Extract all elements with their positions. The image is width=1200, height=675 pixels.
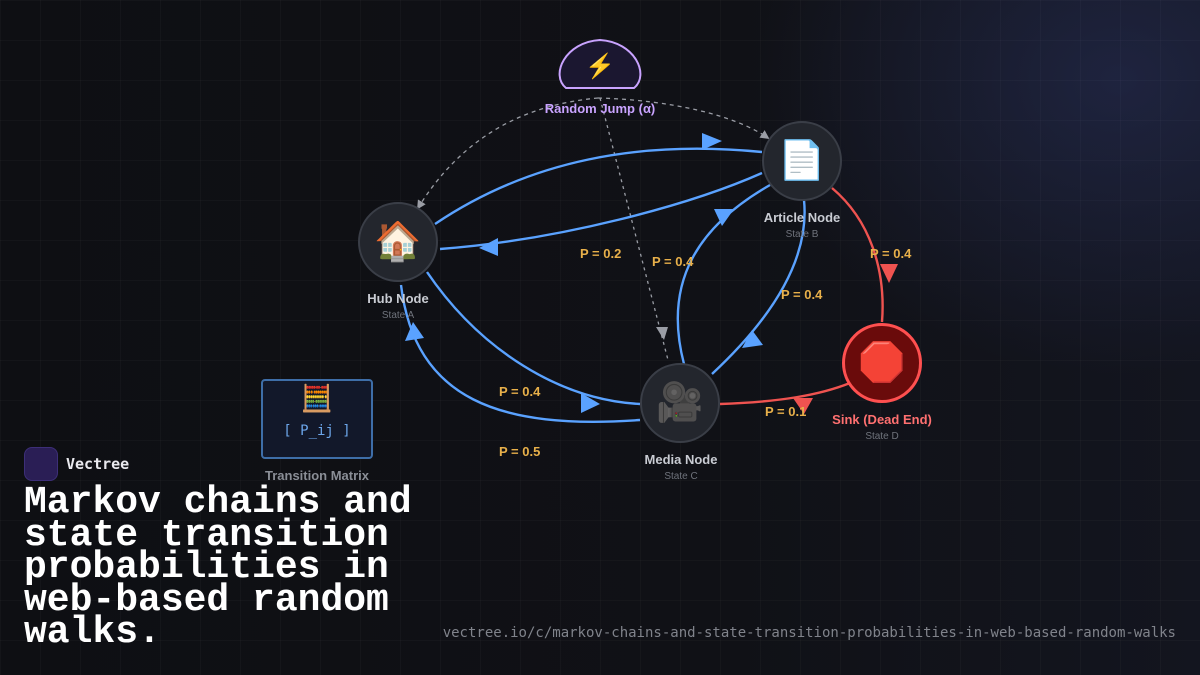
arrow-article-media-right xyxy=(742,330,763,348)
prob-article-media-right: P = 0.4 xyxy=(781,287,823,302)
sink-node-label: Sink (Dead End) xyxy=(832,412,932,427)
video-camera-icon: 🎥 xyxy=(656,382,704,424)
prob-hub-media: P = 0.4 xyxy=(499,384,541,399)
edge-article-media-right xyxy=(711,199,806,375)
jump-arrow-media xyxy=(656,327,668,340)
prob-article-sink: P = 0.4 xyxy=(870,246,912,261)
prob-media-sink: P = 0.1 xyxy=(765,404,807,419)
edge-article-media-left xyxy=(676,183,771,365)
sink-node-state: State D xyxy=(865,431,899,442)
arrow-media-hub xyxy=(405,322,424,341)
edge-media-sink xyxy=(719,381,851,406)
document-icon: 📄 xyxy=(778,140,826,182)
sink-node: 🛑 xyxy=(842,323,922,403)
prob-article-hub: P = 0.2 xyxy=(580,246,622,261)
article-node-state: State B xyxy=(785,229,819,240)
media-node-state: State C xyxy=(664,471,698,482)
arrow-article-hub xyxy=(479,238,498,256)
transition-matrix-caption: Transition Matrix xyxy=(264,468,370,483)
hub-node: 🏠 xyxy=(358,202,438,282)
media-node-label: Media Node xyxy=(644,452,718,467)
hub-node-state: State A xyxy=(381,310,415,321)
lightning-icon: ⚡ xyxy=(585,53,615,80)
edge-media-hub xyxy=(399,284,641,423)
media-node: 🎥 xyxy=(640,363,720,443)
hub-node-label: Hub Node xyxy=(367,291,429,306)
arrow-hub-article xyxy=(702,133,722,150)
matrix-notation: [ P_ij ] xyxy=(283,423,351,439)
arrow-article-sink xyxy=(880,264,898,283)
arrow-media-sink xyxy=(793,398,813,414)
prob-media-hub: P = 0.5 xyxy=(499,444,541,459)
arrow-article-media-left xyxy=(714,209,734,226)
prob-article-media-left: P = 0.4 xyxy=(652,254,694,269)
page-title: Markov chains and state transition proba… xyxy=(24,481,412,654)
abacus-icon: 🧮 xyxy=(300,383,334,413)
random-jump-label: Random Jump (α) xyxy=(544,101,656,116)
vectree-logo-icon xyxy=(24,447,58,481)
edge-article-sink xyxy=(831,187,884,323)
article-node-label: Article Node xyxy=(763,210,841,225)
edge-hub-article xyxy=(434,147,763,225)
jump-link-article xyxy=(597,97,770,140)
page-url: vectree.io/c/markov-chains-and-state-tra… xyxy=(442,625,1176,641)
transition-matrix-box: 🧮 [ P_ij ] xyxy=(261,379,373,459)
house-icon: 🏠 xyxy=(374,221,422,263)
brand-name: Vectree xyxy=(66,455,130,473)
article-node: 📄 xyxy=(762,121,842,201)
arrow-hub-media xyxy=(581,393,600,413)
stop-sign-icon: 🛑 xyxy=(858,342,906,384)
edge-hub-media xyxy=(426,271,641,406)
random-jump-cloud xyxy=(558,38,642,89)
jump-link-media xyxy=(599,97,669,361)
